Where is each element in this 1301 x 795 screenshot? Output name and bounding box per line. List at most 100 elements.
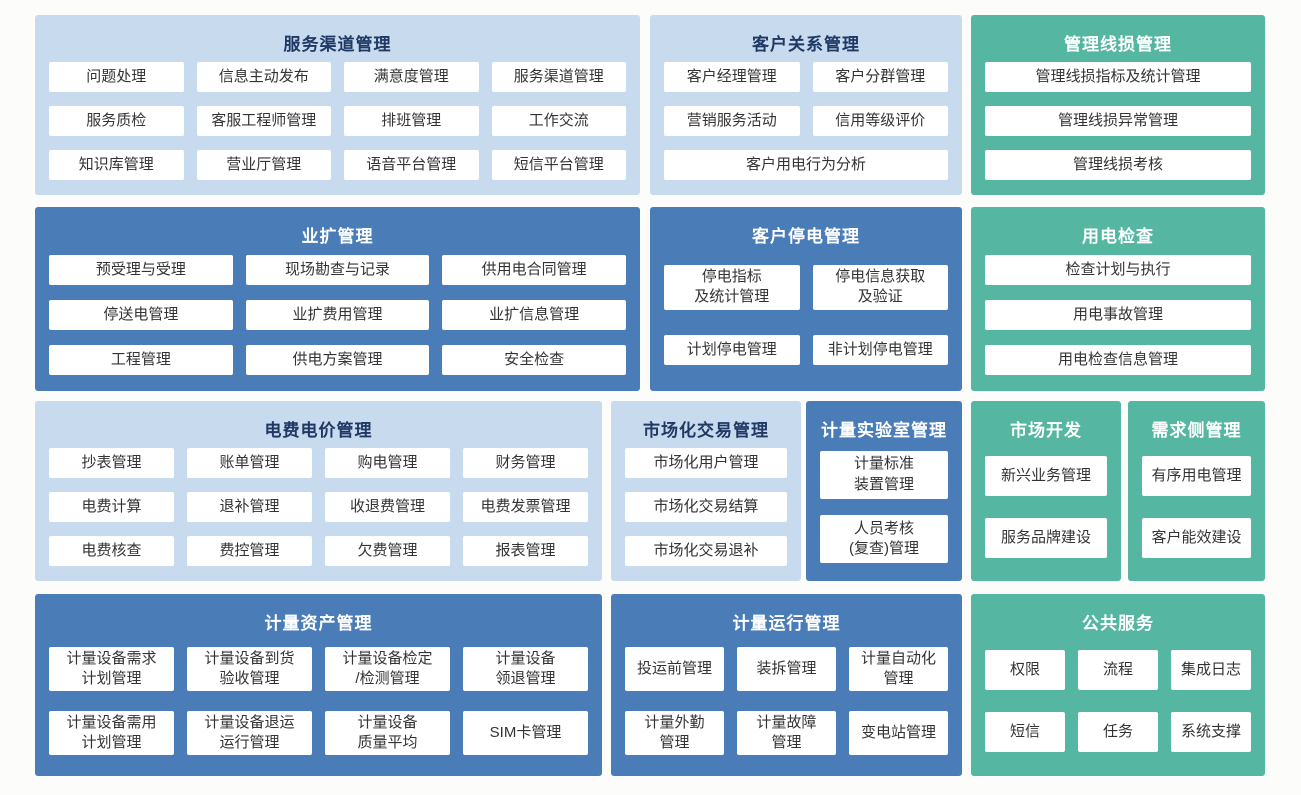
service-channel-module-item: 知识库管理 — [49, 150, 184, 180]
panel-items: 问题处理信息主动发布满意度管理服务渠道管理服务质检客服工程师管理排班管理工作交流… — [49, 61, 626, 181]
panel-items: 市场化用户管理市场化交易结算市场化交易退补 — [625, 447, 787, 567]
metering-assets-module-item: 计量设备到货 验收管理 — [187, 646, 312, 692]
business-expansion-module-item: 工程管理 — [49, 345, 233, 375]
metering-operation-module-item: 变电站管理 — [849, 710, 948, 756]
billing-price-module-item: 账单管理 — [187, 448, 312, 478]
market-trade-module-item: 市场化交易结算 — [625, 492, 787, 522]
panel-items: 有序用电管理客户能效建设 — [1142, 447, 1251, 567]
metering-assets-module-item: 计量设备需求 计划管理 — [49, 646, 174, 692]
panel-items: 权限流程集成日志短信任务系统支撑 — [985, 640, 1251, 762]
panel-title: 计量资产管理 — [264, 614, 373, 633]
panel-items: 计量设备需求 计划管理计量设备到货 验收管理计量设备检定 /检测管理计量设备 领… — [49, 640, 588, 762]
customer-relation-module-item: 客户分群管理 — [812, 62, 948, 92]
business-expansion-module-item: 安全检查 — [442, 345, 626, 375]
panel-title: 业扩管理 — [301, 227, 374, 246]
metering-lab-module-item: 计量标准 装置管理 — [820, 450, 948, 499]
metering-assets-module-item: 计量设备需用 计划管理 — [49, 710, 174, 756]
service-channel-module-item: 客服工程师管理 — [196, 106, 331, 136]
panel-title: 用电检查 — [1082, 227, 1154, 246]
service-channel-module-item: 服务渠道管理 — [491, 62, 626, 92]
panel-customer-outage: 客户停电管理 停电指标 及统计管理停电信息获取 及验证计划停电管理非计划停电管理 — [650, 207, 962, 391]
panel-metering-lab: 计量实验室管理 计量标准 装置管理人员考核 (复查)管理 — [806, 401, 962, 581]
customer-outage-module-item: 停电指标 及统计管理 — [664, 265, 800, 310]
metering-lab-module-item: 人员考核 (复查)管理 — [820, 515, 948, 564]
line-loss-module-item: 管理线损指标及统计管理 — [985, 62, 1251, 92]
customer-outage-module-item: 计划停电管理 — [664, 334, 800, 365]
panel-items: 检查计划与执行用电事故管理用电检查信息管理 — [985, 253, 1251, 377]
demand-side-module-item: 有序用电管理 — [1142, 456, 1251, 496]
service-channel-module-item: 营业厅管理 — [196, 150, 331, 180]
service-channel-module-item: 短信平台管理 — [491, 150, 626, 180]
panel-power-inspection: 用电检查 检查计划与执行用电事故管理用电检查信息管理 — [971, 207, 1265, 391]
panel-title: 计量运行管理 — [732, 614, 841, 633]
panel-items: 计量标准 装置管理人员考核 (复查)管理 — [820, 447, 948, 567]
billing-price-module-item: 购电管理 — [325, 448, 450, 478]
panel-title: 公共服务 — [1082, 614, 1154, 633]
panel-title: 电费电价管理 — [264, 421, 373, 440]
metering-assets-module-item: 计量设备退运 运行管理 — [187, 710, 312, 756]
metering-assets-module-item: 计量设备 质量平均 — [325, 710, 450, 756]
billing-price-module-item: 电费计算 — [49, 492, 174, 522]
billing-price-module-item: 财务管理 — [463, 448, 588, 478]
service-channel-module-item: 信息主动发布 — [196, 62, 331, 92]
public-service-module-item: 短信 — [985, 712, 1065, 753]
panel-customer-relation: 客户关系管理 客户经理管理客户分群管理营销服务活动信用等级评价客户用电行为分析 — [650, 15, 962, 195]
billing-price-module-item: 报表管理 — [463, 536, 588, 566]
panel-items: 管理线损指标及统计管理管理线损异常管理管理线损考核 — [985, 61, 1251, 181]
panel-items: 投运前管理装拆管理计量自动化 管理计量外勤 管理计量故障 管理变电站管理 — [625, 640, 948, 762]
panel-billing-price: 电费电价管理 抄表管理账单管理购电管理财务管理电费计算退补管理收退费管理电费发票… — [35, 401, 602, 581]
public-service-module-item: 权限 — [985, 649, 1065, 690]
panel-title: 计量实验室管理 — [821, 421, 947, 440]
public-service-module-item: 集成日志 — [1171, 649, 1251, 690]
market-trade-module-item: 市场化交易退补 — [625, 536, 787, 566]
customer-relation-module-item: 客户经理管理 — [664, 62, 800, 92]
line-loss-module-item: 管理线损考核 — [985, 150, 1251, 180]
business-expansion-module-item: 停送电管理 — [49, 300, 233, 330]
service-channel-module-item: 满意度管理 — [344, 62, 479, 92]
demand-side-module-item: 客户能效建设 — [1142, 518, 1251, 558]
market-dev-module-item: 新兴业务管理 — [985, 456, 1107, 496]
panel-title: 市场开发 — [1010, 421, 1082, 440]
panel-items: 抄表管理账单管理购电管理财务管理电费计算退补管理收退费管理电费发票管理电费核查费… — [49, 447, 588, 567]
business-expansion-module-item: 现场勘查与记录 — [245, 255, 430, 285]
metering-operation-module-item: 装拆管理 — [737, 646, 836, 692]
business-expansion-module-item: 供电方案管理 — [245, 345, 430, 375]
panel-items: 客户经理管理客户分群管理营销服务活动信用等级评价客户用电行为分析 — [664, 61, 948, 181]
panel-metering-assets: 计量资产管理 计量设备需求 计划管理计量设备到货 验收管理计量设备检定 /检测管… — [35, 594, 602, 776]
service-channel-module-item: 工作交流 — [491, 106, 626, 136]
panel-title: 服务渠道管理 — [283, 35, 392, 54]
metering-operation-module-item: 计量外勤 管理 — [625, 710, 724, 756]
business-expansion-module-item: 供用电合同管理 — [442, 255, 626, 285]
billing-price-module-item: 电费发票管理 — [463, 492, 588, 522]
customer-relation-module-item: 营销服务活动 — [664, 106, 800, 136]
customer-relation-module-item: 客户用电行为分析 — [664, 150, 948, 180]
service-channel-module-item: 语音平台管理 — [344, 150, 479, 180]
panel-title: 客户停电管理 — [752, 227, 860, 246]
metering-operation-module-item: 计量自动化 管理 — [849, 646, 948, 692]
panel-market-dev: 市场开发 新兴业务管理服务品牌建设 — [971, 401, 1121, 581]
service-channel-module-item: 问题处理 — [49, 62, 184, 92]
public-service-module-item: 任务 — [1078, 712, 1158, 753]
panel-title: 需求侧管理 — [1151, 421, 1242, 440]
metering-assets-module-item: 计量设备 领退管理 — [463, 646, 588, 692]
public-service-module-item: 系统支撑 — [1171, 712, 1251, 753]
panel-title: 客户关系管理 — [752, 35, 860, 54]
panel-items: 停电指标 及统计管理停电信息获取 及验证计划停电管理非计划停电管理 — [664, 253, 948, 377]
public-service-module-item: 流程 — [1078, 649, 1158, 690]
panel-line-loss: 管理线损管理 管理线损指标及统计管理管理线损异常管理管理线损考核 — [971, 15, 1265, 195]
business-expansion-module-item: 业扩费用管理 — [245, 300, 430, 330]
customer-relation-module-item: 信用等级评价 — [812, 106, 948, 136]
business-expansion-module-item: 业扩信息管理 — [442, 300, 626, 330]
line-loss-module-item: 管理线损异常管理 — [985, 106, 1251, 136]
panel-business-expansion: 业扩管理 预受理与受理现场勘查与记录供用电合同管理停送电管理业扩费用管理业扩信息… — [35, 207, 640, 391]
panel-demand-side: 需求侧管理 有序用电管理客户能效建设 — [1128, 401, 1265, 581]
billing-price-module-item: 退补管理 — [187, 492, 312, 522]
power-inspection-module-item: 检查计划与执行 — [985, 255, 1251, 285]
panel-title: 市场化交易管理 — [643, 421, 769, 440]
service-channel-module-item: 服务质检 — [49, 106, 184, 136]
billing-price-module-item: 收退费管理 — [325, 492, 450, 522]
billing-price-module-item: 抄表管理 — [49, 448, 174, 478]
panel-service-channel: 服务渠道管理 问题处理信息主动发布满意度管理服务渠道管理服务质检客服工程师管理排… — [35, 15, 640, 195]
market-trade-module-item: 市场化用户管理 — [625, 448, 787, 478]
